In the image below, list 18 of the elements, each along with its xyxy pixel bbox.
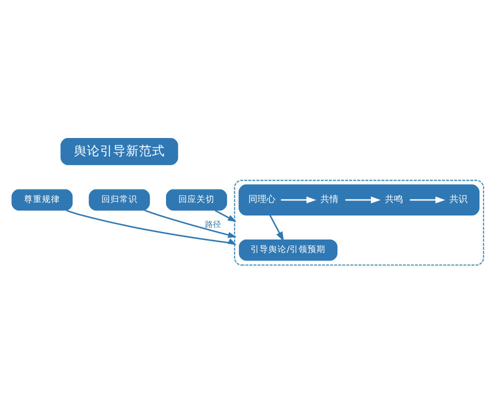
node-text: 共情 xyxy=(320,194,339,205)
arrow xyxy=(66,209,237,245)
arrow xyxy=(345,196,381,203)
node-box: 引导舆论/引领预期 xyxy=(238,238,338,260)
cluster xyxy=(238,184,480,216)
node-box: 回应关切 xyxy=(166,188,228,210)
arrow xyxy=(410,196,446,203)
node-box: 回归常识 xyxy=(88,188,150,210)
arrow xyxy=(144,209,237,238)
arrow xyxy=(269,214,284,242)
cluster xyxy=(234,179,484,266)
node-text: 同理心 xyxy=(248,194,276,205)
node-text: 共鸣 xyxy=(385,194,404,205)
node-box: 舆论引导新范式 xyxy=(60,138,178,165)
node-box: 尊重规律 xyxy=(12,188,73,210)
node-text: 共识 xyxy=(450,194,468,205)
arrow xyxy=(280,196,316,203)
arrow xyxy=(214,209,236,222)
